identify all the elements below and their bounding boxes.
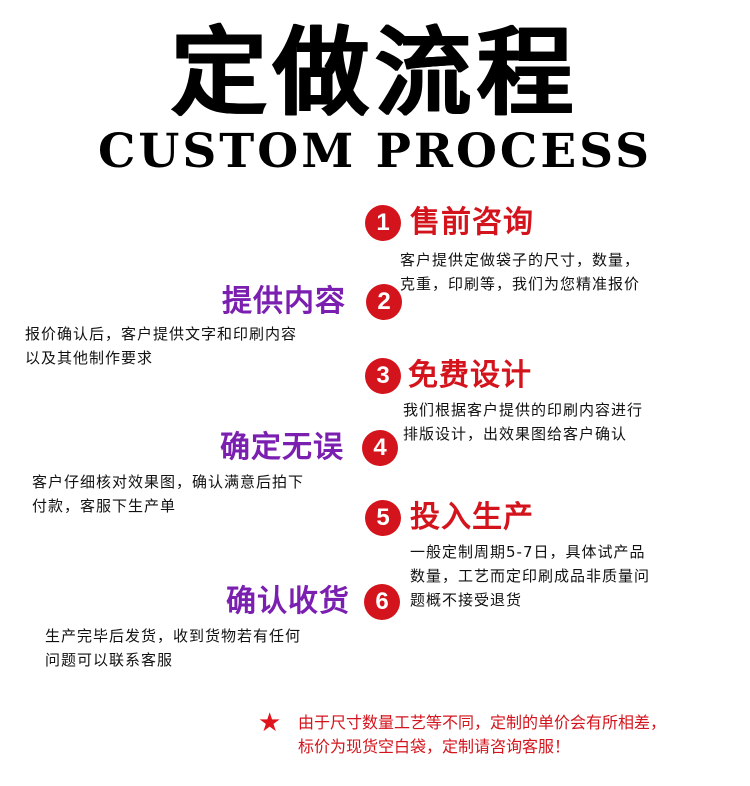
- step-6-desc-line-2: 问题可以联系客服: [45, 651, 174, 669]
- step-3-number-icon: 3: [365, 358, 401, 394]
- step-2-title: 提供内容: [222, 284, 346, 319]
- step-6-number-icon: 6: [364, 584, 400, 620]
- note-line-2: 标价为现货空白袋，定制请咨询客服！: [298, 737, 571, 756]
- step-2-number-icon: 2: [366, 284, 402, 320]
- step-2-desc-line-2: 以及其他制作要求: [25, 349, 154, 367]
- step-3-desc-line-2: 排版设计，出效果图给客户确认: [403, 425, 628, 443]
- step-3-title: 免费设计: [408, 358, 532, 393]
- step-4-desc-line-2: 付款，客服下生产单: [32, 497, 177, 515]
- page-title: 定做流程: [171, 17, 579, 129]
- step-4-number-icon: 4: [362, 430, 398, 466]
- star-icon: ★: [258, 708, 282, 738]
- step-6-desc-line-1: 生产完毕后发货，收到货物若有任何: [45, 627, 302, 645]
- step-1-title: 售前咨询: [410, 205, 534, 240]
- step-1-desc-line-2: 克重，印刷等，我们为您精准报价: [400, 275, 641, 293]
- step-4-desc-line-1: 客户仔细核对效果图，确认满意后拍下: [32, 473, 305, 491]
- step-5-desc-line-3: 题概不接受退货: [410, 591, 523, 609]
- step-5-desc-line-1: 一般定制周期5-7日，具体试产品: [410, 543, 646, 561]
- step-5-title: 投入生产: [410, 500, 534, 535]
- step-4-title: 确定无误: [220, 430, 344, 465]
- step-6-title: 确认收货: [226, 584, 350, 619]
- step-3-desc-line-1: 我们根据客户提供的印刷内容进行: [403, 401, 644, 419]
- step-1-number-icon: 1: [365, 205, 401, 241]
- step-2-desc-line-1: 报价确认后，客户提供文字和印刷内容: [25, 325, 298, 343]
- step-5-number-icon: 5: [365, 500, 401, 536]
- step-5-desc-line-2: 数量，工艺而定印刷成品非质量问: [410, 567, 651, 585]
- step-1-desc-line-1: 客户提供定做袋子的尺寸，数量，: [400, 251, 641, 269]
- note-line-1: 由于尺寸数量工艺等不同，定制的单价会有所相差，: [298, 713, 667, 732]
- page-subtitle: CUSTOM PROCESS: [97, 124, 653, 179]
